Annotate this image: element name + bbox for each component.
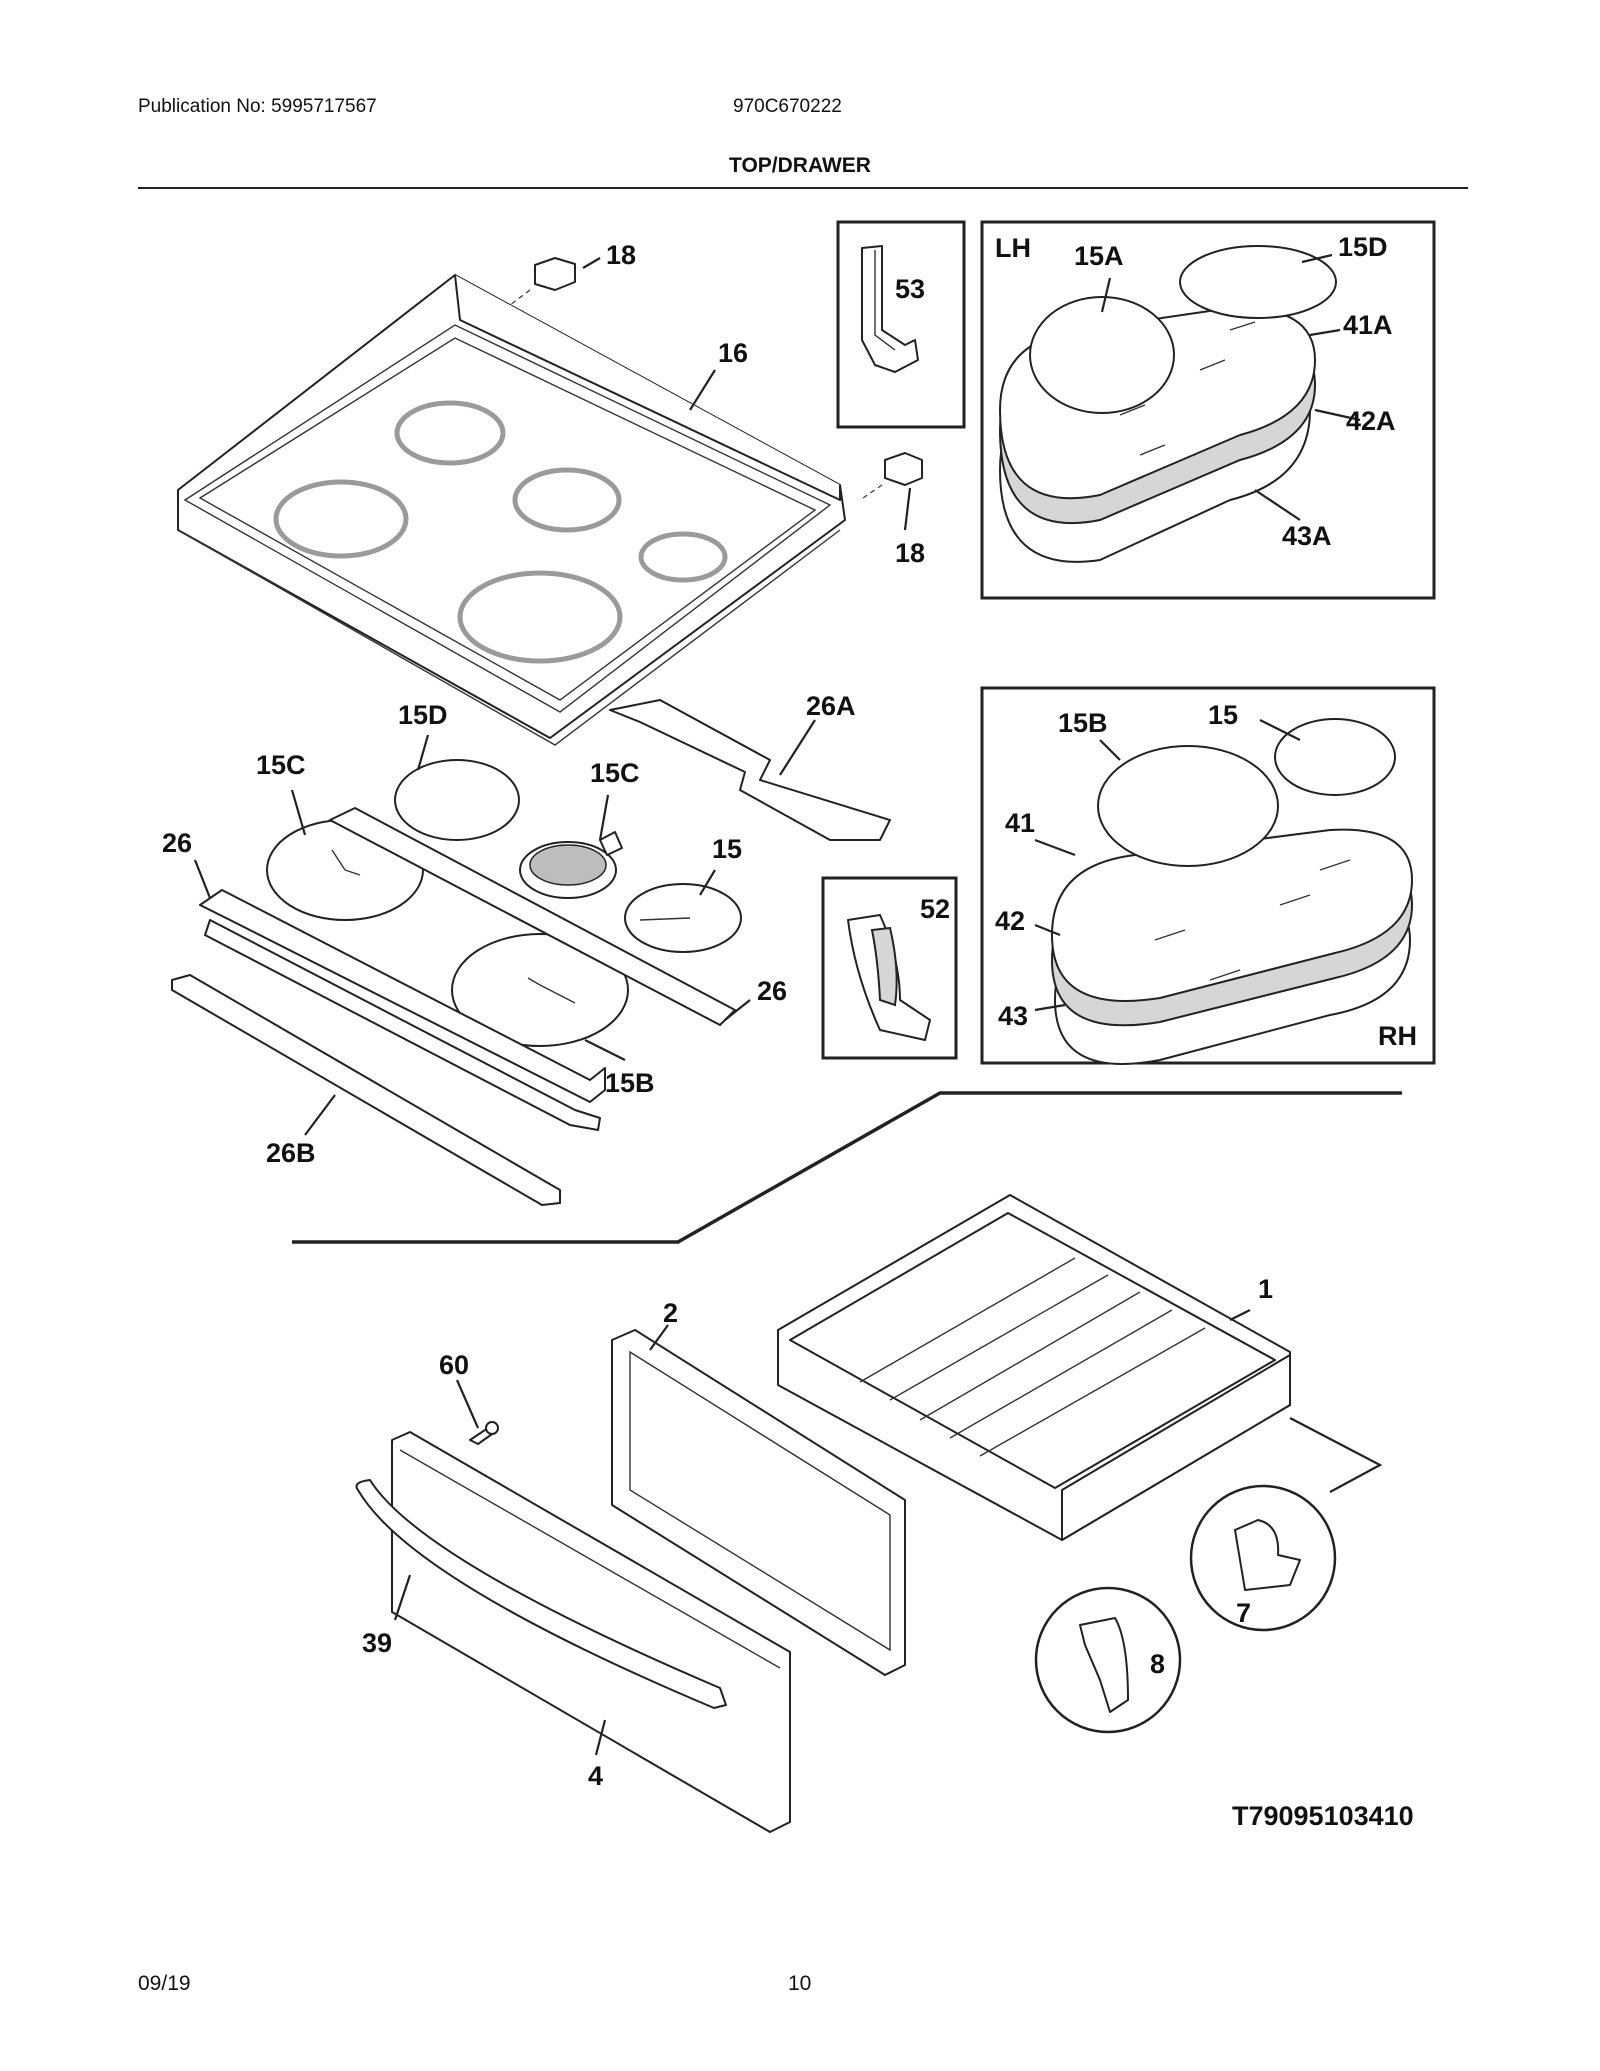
inset-52-box — [821, 876, 958, 1060]
rh-element-assembly — [1050, 718, 1414, 1065]
callout-15B-mid: 15B — [605, 1068, 655, 1098]
callout-15-mid: 15 — [712, 834, 742, 864]
support-rail-26 — [199, 807, 736, 1131]
callout-18-right: 18 — [895, 538, 925, 568]
callout-15A: 15A — [1074, 241, 1124, 271]
callout-4: 4 — [588, 1761, 603, 1791]
callout-53: 53 — [895, 274, 925, 304]
callout-15B-rh: 15B — [1058, 708, 1108, 738]
callout-39: 39 — [362, 1628, 392, 1658]
element-15D — [394, 759, 520, 841]
drawer-liner-panel — [611, 1329, 906, 1676]
callout-1: 1 — [1258, 1274, 1273, 1304]
callout-8: 8 — [1150, 1649, 1165, 1679]
header-rule — [138, 187, 1468, 189]
callout-15D-lh: 15D — [1338, 232, 1388, 262]
page-title: TOP/DRAWER — [729, 154, 871, 177]
callout-42A: 42A — [1346, 406, 1396, 436]
callout-2: 2 — [663, 1298, 678, 1328]
model-number: 970C670222 — [733, 96, 842, 117]
callout-15-rh: 15 — [1208, 700, 1238, 730]
bracket-18-right — [859, 452, 923, 501]
callout-41: 41 — [1005, 808, 1035, 838]
callout-60: 60 — [439, 1350, 469, 1380]
callout-15D: 15D — [398, 700, 448, 730]
section-divider — [292, 1091, 1402, 1244]
callout-26-right: 26 — [757, 976, 787, 1006]
bracket-52 — [847, 914, 931, 1041]
bracket-18-top — [509, 257, 576, 306]
page-number: 10 — [788, 1972, 812, 1995]
callout-52: 52 — [920, 894, 950, 924]
callout-41A: 41A — [1343, 310, 1393, 340]
drawer-handle — [355, 1479, 727, 1709]
callout-43A: 43A — [1282, 521, 1332, 551]
callout-7: 7 — [1236, 1598, 1251, 1628]
support-bracket-26A — [609, 699, 891, 841]
trim-26B — [171, 974, 561, 1206]
callout-16: 16 — [718, 338, 748, 368]
callout-line-7 — [1289, 1417, 1383, 1493]
callout-26A: 26A — [806, 691, 856, 721]
publication-number: Publication No: 5995717567 — [138, 96, 377, 117]
callout-15C-left: 15C — [256, 750, 306, 780]
callout-labels: 18 16 18 53 LH 15A 15D 41A 42A 43A 15D 2… — [162, 232, 1417, 1831]
cooktop-glass-top — [177, 274, 846, 746]
rh-label: RH — [1378, 1021, 1417, 1051]
callout-18-top: 18 — [606, 240, 636, 270]
callout-26-left: 26 — [162, 828, 192, 858]
part-8-circle — [1034, 1586, 1182, 1734]
element-15B-mid — [451, 933, 629, 1047]
rh-inset-box — [980, 686, 1436, 1065]
callout-43: 43 — [998, 1001, 1028, 1031]
element-15C-radiant — [519, 831, 623, 899]
callout-26B: 26B — [266, 1138, 316, 1168]
bracket-53 — [861, 245, 919, 373]
callout-leaders — [193, 253, 1361, 1756]
inset-53-box — [836, 220, 966, 429]
screw-60 — [469, 1421, 499, 1445]
lh-inset-box — [980, 220, 1436, 600]
callout-42: 42 — [995, 906, 1025, 936]
lh-element-assembly — [998, 245, 1337, 563]
part-7-circle — [1189, 1484, 1337, 1632]
diagram-code: T79095103410 — [1232, 1801, 1414, 1831]
drawer-body — [777, 1194, 1291, 1541]
lh-label: LH — [995, 233, 1031, 263]
callout-15C-right: 15C — [590, 758, 640, 788]
element-15-mid — [624, 883, 742, 953]
footer-date: 09/19 — [138, 1972, 191, 1995]
